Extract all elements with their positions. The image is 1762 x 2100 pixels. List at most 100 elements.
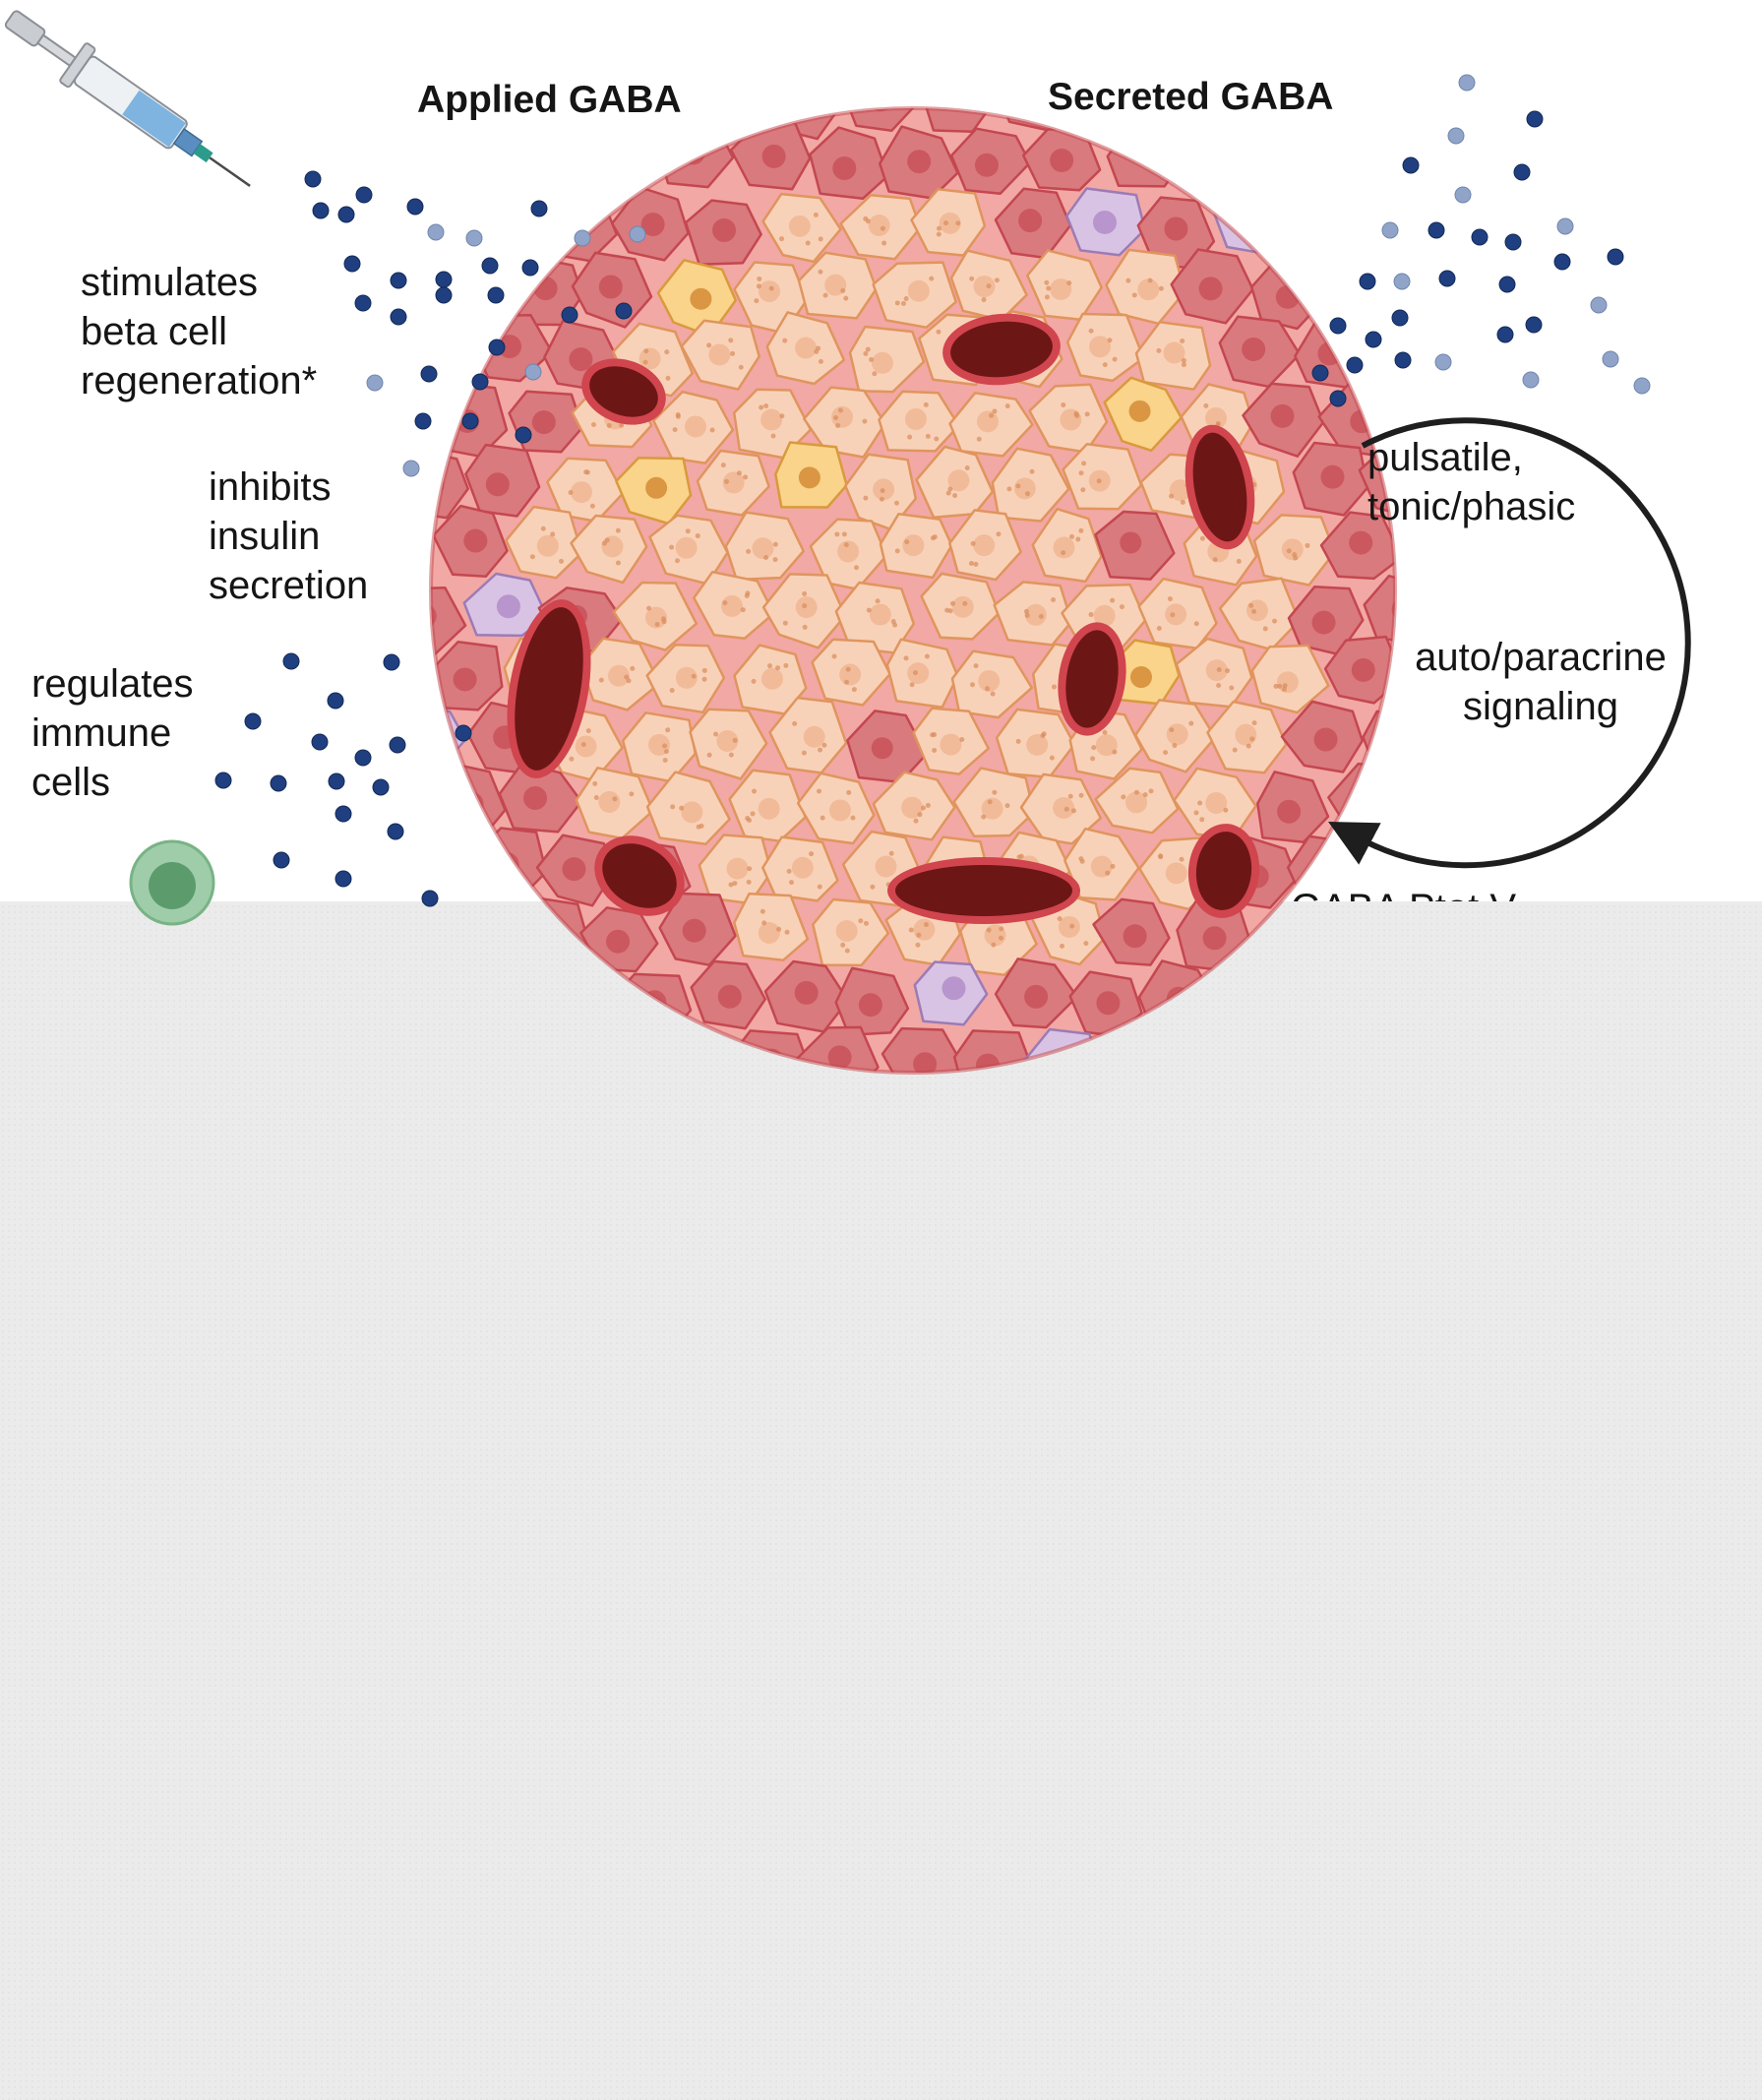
islet-cell (761, 835, 839, 902)
islet-cell (652, 390, 735, 464)
gaba-molecule-icon (1454, 186, 1472, 204)
islet-icon (429, 106, 1397, 1075)
gaba-molecule-icon (1496, 326, 1514, 343)
gaba-molecule-icon (1365, 331, 1382, 348)
islet-cell (1292, 441, 1369, 517)
islet-cell (1319, 511, 1395, 581)
gaba-molecule-icon (406, 198, 424, 216)
islet-cell (733, 261, 809, 335)
gaba-molecule-icon (1434, 353, 1452, 371)
islet-cell (1218, 577, 1301, 651)
gaba-molecule-icon (1633, 377, 1651, 395)
gaba-molecule-icon (337, 206, 355, 223)
islet-cell (1065, 187, 1147, 257)
islet-cell (724, 511, 805, 582)
gaba-molecule-icon (1607, 248, 1624, 266)
islet-cell (809, 518, 888, 590)
gaba-molecule-icon (435, 271, 453, 288)
islet-cell (948, 509, 1022, 582)
islet-cell (690, 959, 767, 1030)
gaba-molecule-icon (383, 653, 400, 671)
islet-cell (1206, 700, 1288, 774)
truncated-caption: GABA Ptot V (1291, 884, 1516, 901)
islet-cell (839, 194, 922, 261)
gaba-molecule-icon (282, 652, 300, 670)
islet-cell (1133, 699, 1217, 773)
gaba-molecule-icon (530, 200, 548, 217)
islet-cell (658, 892, 737, 966)
gaba-molecule-icon (1526, 110, 1544, 128)
islet-cell (796, 772, 876, 845)
gaba-molecule-icon (420, 365, 438, 383)
gaba-molecule-icon (481, 257, 499, 275)
gaba-molecule-icon (435, 286, 453, 304)
islet-cell (656, 259, 738, 338)
gaba-molecule-icon (372, 778, 390, 796)
image-placeholder (0, 901, 1762, 2100)
islet-cell (812, 897, 890, 967)
islet-cell (879, 513, 953, 580)
islet-cell (872, 261, 957, 329)
gaba-molecule-icon (214, 772, 232, 789)
islet-cell (505, 505, 583, 580)
blood-vessel (1058, 622, 1126, 736)
islet-cell (728, 769, 807, 842)
islet-cell (431, 640, 504, 711)
islet-cell (1094, 767, 1180, 834)
gaba-molecule-icon (1471, 228, 1489, 246)
islet-cell (645, 644, 726, 714)
islet-cell (610, 186, 690, 262)
islet-cell (910, 187, 987, 257)
gaba-molecule-icon (1556, 217, 1574, 235)
gaba-molecule-icon (455, 724, 472, 742)
islet-cell (950, 649, 1034, 719)
islet-cell (913, 960, 989, 1026)
gaba-molecule-icon (427, 223, 445, 241)
islet-cell (1170, 248, 1254, 325)
gaba-molecule-icon (1498, 276, 1516, 293)
gaba-molecule-icon (270, 774, 287, 792)
gaba-molecules (214, 74, 1651, 907)
gaba-molecule-icon (1525, 316, 1543, 334)
gaba-molecule-icon (1329, 390, 1347, 407)
insulin-effect-label: inhibits insulin secretion (209, 465, 369, 607)
islet-cell (1103, 376, 1183, 453)
gaba-molecule-icon (389, 736, 406, 754)
gaba-molecule-icon (304, 170, 322, 188)
islet-cell (1028, 383, 1109, 454)
islet-cell (763, 959, 850, 1033)
gaba-molecule-icon (312, 202, 330, 219)
gaba-molecule-icon (366, 374, 384, 392)
islet-cell (811, 638, 891, 707)
gaba-molecule-icon (561, 306, 578, 324)
gaba-molecule-icon (402, 460, 420, 477)
gaba-molecule-icon (488, 339, 506, 356)
islet-cell (952, 767, 1035, 838)
gaba-molecule-icon (390, 308, 407, 326)
islet-cell (840, 108, 920, 133)
islet-cell (729, 121, 812, 191)
islet-cell (1092, 897, 1171, 966)
gaba-molecule-icon (1381, 221, 1399, 239)
islet-cell (621, 711, 697, 783)
islet-cell (879, 125, 959, 200)
gaba-molecule-icon (387, 823, 404, 840)
islet-cell (844, 453, 918, 531)
gaba-molecule-icon (311, 733, 329, 751)
islet-cell (680, 319, 760, 391)
gaba-molecule-icon (487, 286, 505, 304)
islet-cell (848, 325, 926, 394)
gaba-molecule-icon (1513, 163, 1531, 181)
islet-cell (991, 447, 1070, 523)
islet-cell (809, 126, 889, 201)
islet-cell (885, 638, 959, 710)
gaba-molecule-icon (421, 890, 439, 907)
islet-cell (693, 570, 775, 640)
islet-cell (1363, 574, 1395, 646)
islet-cell (689, 708, 768, 780)
islet-cell (993, 581, 1073, 647)
blood-vessel (887, 857, 1080, 924)
islet-cell (1094, 510, 1176, 581)
islet-cell (1063, 827, 1140, 901)
gaba-molecule-icon (1359, 273, 1376, 290)
